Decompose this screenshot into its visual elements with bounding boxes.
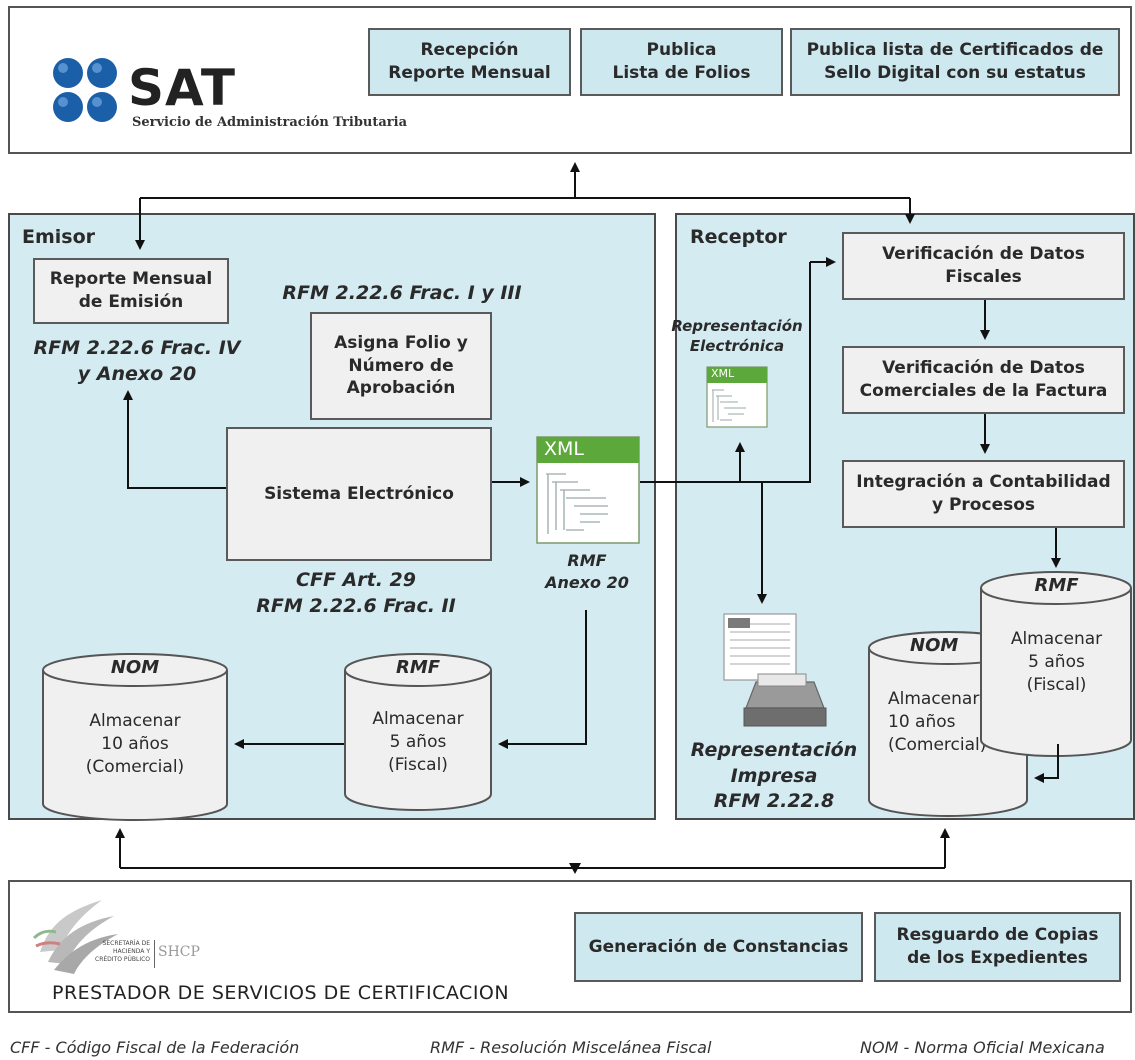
xml-small-icon: XML (706, 366, 768, 428)
legend-nom: NOM - Norma Oficial Mexicana (860, 1038, 1105, 1057)
sat-logo: SAT Servicio de Administración Tributari… (50, 55, 470, 145)
xml-icon-label: XML (544, 438, 584, 460)
store-nom-head: NOM (110, 657, 160, 678)
emisor-store-nom: NOM Almacenar 10 años (Comercial) (42, 652, 228, 822)
sat-logo-text: SAT (128, 59, 236, 117)
sat-box-folios: Publica Lista de Folios (580, 28, 783, 96)
printer-icon (718, 612, 828, 730)
rep-electronica-label: Representación Electrónica (671, 317, 803, 356)
reporte-mensual-box: Reporte Mensual de Emisión (33, 258, 229, 324)
prestador-title: PRESTADOR DE SERVICIOS DE CERTIFICACION (52, 982, 510, 1004)
store-rmf-text: Almacenar 5 años (Fiscal) (372, 709, 464, 775)
emisor-title: Emisor (22, 226, 96, 248)
receptor-title: Receptor (690, 226, 787, 248)
receptor-store-rmf: RMF Almacenar 5 años (Fiscal) (980, 570, 1133, 760)
integracion-contabilidad-box: Integración a Contabilidad y Procesos (842, 460, 1125, 528)
folio-ref: RFM 2.22.6 Frac. I y III (282, 282, 522, 304)
shcp-logo: SECRETARÍA DE HACIENDA Y CRÉDITO PÚBLICO… (30, 892, 220, 978)
shcp-abbr: SHCP (158, 944, 200, 960)
rep-impresa-label: Representación Impresa RFM 2.22.8 (690, 739, 858, 813)
shcp-text: SECRETARÍA DE HACIENDA Y CRÉDITO PÚBLICO (95, 940, 150, 963)
arrow-to-prestador-head (569, 863, 581, 874)
eagle-emblem-icon (32, 900, 118, 974)
xml-ref: RMF Anexo 20 (545, 551, 629, 592)
store-nom-text: Almacenar 10 años (Comercial) (85, 711, 185, 777)
sistema-electronico-box: Sistema Electrónico (226, 427, 492, 561)
xml-document-icon: XML (536, 436, 640, 544)
sat-logo-dots-icon (53, 58, 117, 122)
store-rmf-head: RMF (395, 657, 441, 678)
verificacion-fiscales-box: Verificación de Datos Fiscales (842, 232, 1125, 300)
receptor-store-rmf-head: RMF (1034, 575, 1079, 596)
verificacion-comerciales-box: Verificación de Datos Comerciales de la … (842, 346, 1125, 414)
sistema-ref: CFF Art. 29 RFM 2.22.6 Frac. II (256, 569, 456, 617)
receptor-store-rmf-text: Almacenar 5 años (Fiscal) (1010, 629, 1103, 695)
sat-logo-subtitle: Servicio de Administración Tributaria (132, 115, 407, 130)
sat-box-certificados: Publica lista de Certificados de Sello D… (790, 28, 1120, 96)
sat-box-recepcion: Recepción Reporte Mensual (368, 28, 571, 96)
generacion-constancias-box: Generación de Constancias (574, 912, 863, 982)
legend-cff: CFF - Código Fiscal de la Federación (10, 1038, 300, 1057)
resguardo-copias-box: Resguardo de Copias de los Expedientes (874, 912, 1121, 982)
xml-small-icon-label: XML (711, 367, 735, 380)
asigna-folio-box: Asigna Folio y Número de Aprobación (310, 312, 492, 420)
shcp-divider (154, 940, 155, 968)
legend-rmf: RMF - Resolución Miscelánea Fiscal (430, 1038, 712, 1057)
receptor-store-nom-text: Almacenar 10 años (Comercial) (888, 689, 987, 755)
emisor-store-rmf: RMF Almacenar 5 años (Fiscal) (344, 652, 492, 812)
reporte-ref: RFM 2.22.6 Frac. IV y Anexo 20 (33, 337, 241, 385)
receptor-store-nom-head: NOM (910, 635, 959, 656)
